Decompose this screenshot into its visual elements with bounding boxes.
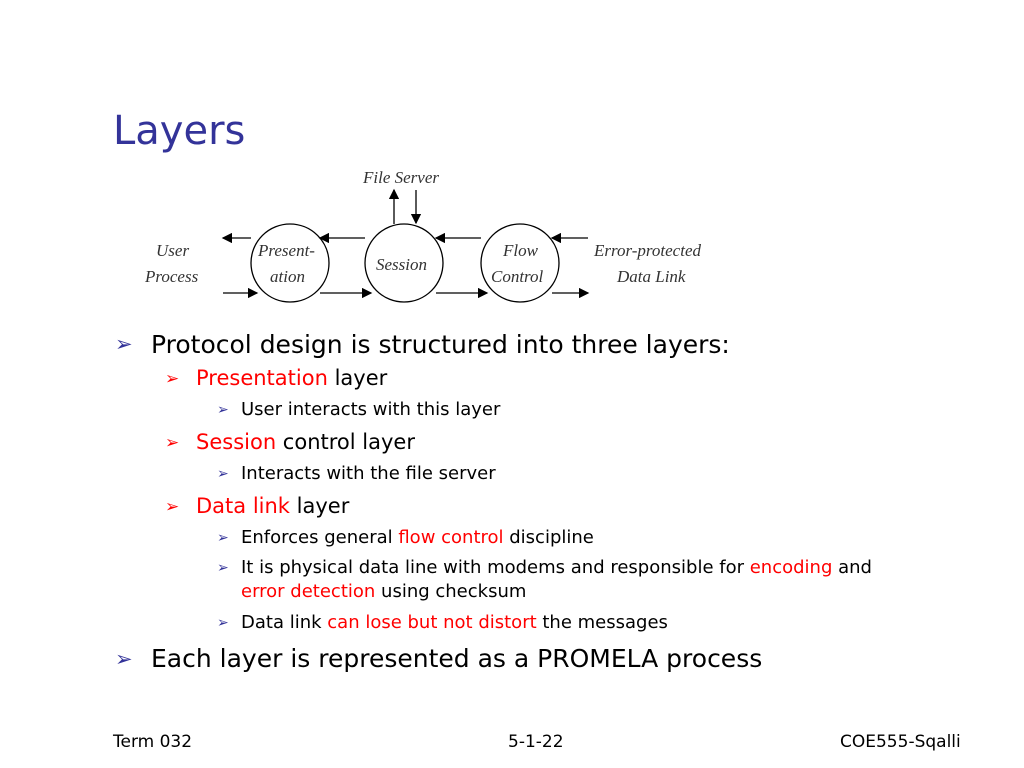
session-highlight: Session bbox=[196, 430, 277, 454]
lose-pre: Data link bbox=[241, 612, 328, 633]
bullet-arrow-icon: ➢ bbox=[115, 332, 133, 356]
flow-control-circle bbox=[480, 223, 560, 303]
data-link-rest: layer bbox=[289, 494, 350, 518]
checksum-text: using checksum bbox=[375, 581, 527, 602]
bullet-user-interacts: User interacts with this layer bbox=[241, 399, 501, 420]
user-process-label-1: User bbox=[156, 241, 189, 260]
flow-control-post: discipline bbox=[503, 527, 594, 548]
bullet-presentation-layer: Presentation layer bbox=[196, 366, 387, 390]
lose-post: the messages bbox=[536, 612, 668, 633]
encoding-highlight: encoding bbox=[749, 557, 833, 578]
bullet-arrow-icon: ➢ bbox=[165, 433, 180, 453]
flow-control-label-2: Control bbox=[491, 267, 544, 286]
error-protected-label-2: Data Link bbox=[616, 267, 686, 286]
bullet-promela-process: Each layer is represented as a PROMELA p… bbox=[151, 644, 763, 673]
bullet-arrow-icon: ➢ bbox=[165, 369, 180, 389]
error-detection-highlight: error detection bbox=[241, 581, 376, 602]
bullet-file-server: Interacts with the file server bbox=[241, 463, 496, 484]
bullet-lose-not-distort: Data link can lose but not distort the m… bbox=[241, 612, 668, 633]
bullet-arrow-icon: ➢ bbox=[217, 466, 229, 482]
bullet-physical-line: It is physical data line with modems and… bbox=[241, 557, 872, 578]
bullet-arrow-icon: ➢ bbox=[115, 647, 133, 671]
bullet-arrow-icon: ➢ bbox=[217, 530, 229, 546]
slide-title: Layers bbox=[113, 108, 246, 154]
bullet-arrow-icon: ➢ bbox=[217, 560, 229, 576]
file-server-label: File Server bbox=[362, 168, 439, 187]
presentation-highlight: Presentation bbox=[196, 366, 328, 390]
layers-diagram: File Server User Process Present- ation … bbox=[144, 168, 701, 303]
presentation-rest: layer bbox=[327, 366, 388, 390]
session-rest: control layer bbox=[276, 430, 415, 454]
user-process-label-2: Process bbox=[144, 267, 199, 286]
bullet-physical-line-cont: error detection using checksum bbox=[241, 581, 526, 602]
presentation-label-1: Present- bbox=[257, 241, 315, 260]
presentation-circle bbox=[250, 223, 330, 303]
lose-highlight: can lose but not distort bbox=[327, 612, 537, 633]
flow-control-label-1: Flow bbox=[502, 241, 539, 260]
presentation-label-2: ation bbox=[270, 267, 305, 286]
session-circle bbox=[364, 223, 444, 303]
flow-control-highlight: flow control bbox=[398, 527, 504, 548]
bullet-data-link-layer: Data link layer bbox=[196, 494, 349, 518]
physical-line-pre: It is physical data line with modems and… bbox=[241, 557, 750, 578]
error-protected-label-1: Error-protected bbox=[593, 241, 701, 260]
footer-left: Term 032 bbox=[113, 732, 193, 752]
bullet-arrow-icon: ➢ bbox=[165, 497, 180, 517]
bullet-protocol-design: Protocol design is structured into three… bbox=[151, 330, 730, 359]
footer-center: 5-1-22 bbox=[508, 732, 564, 752]
bullet-session-layer: Session control layer bbox=[196, 430, 415, 454]
session-label: Session bbox=[376, 255, 427, 274]
data-link-highlight: Data link bbox=[196, 494, 290, 518]
flow-control-pre: Enforces general bbox=[241, 527, 399, 548]
footer-right: COE555-Sqalli bbox=[840, 732, 961, 752]
bullet-arrow-icon: ➢ bbox=[217, 615, 229, 631]
physical-line-post: and bbox=[832, 557, 872, 578]
bullet-arrow-icon: ➢ bbox=[217, 402, 229, 418]
bullet-flow-control: Enforces general flow control discipline bbox=[241, 527, 594, 548]
